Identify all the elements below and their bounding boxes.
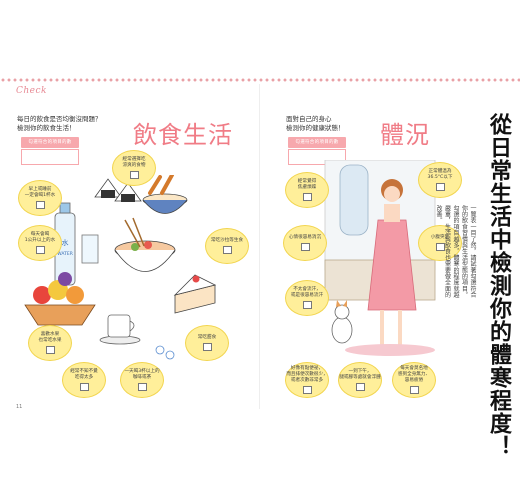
right-question: 面對自己的身心 檢測你的健康狀態！ bbox=[286, 115, 345, 132]
fruit-basket-icon bbox=[24, 272, 96, 326]
candy-icon bbox=[155, 345, 175, 360]
left-question: 每日的飲食是否均衡沒問題？ 檢測你的飲食生活！ bbox=[17, 115, 102, 132]
left-count-label: 勾選符合的項目的數 bbox=[21, 137, 79, 148]
food-illustration: 水 WATER bbox=[24, 175, 217, 360]
checkbox[interactable] bbox=[129, 171, 139, 179]
cake-icon bbox=[173, 274, 217, 314]
left-item-7: 經常不知不覺 吃得太多 bbox=[62, 362, 106, 398]
bath-mat-icon bbox=[345, 344, 435, 356]
right-count-label: 勾選符合的項目的數 bbox=[288, 137, 346, 148]
bathroom-illustration bbox=[324, 160, 436, 356]
left-item-5: 喜歡水果 也常吃水果 bbox=[28, 325, 72, 361]
glass-icon bbox=[81, 234, 99, 264]
left-title: 飲食生活 bbox=[133, 121, 233, 149]
checkbox[interactable] bbox=[435, 183, 445, 191]
right-title: 體況 bbox=[380, 121, 430, 149]
mirror-icon bbox=[339, 164, 369, 236]
left-page-number: 11 bbox=[16, 404, 23, 410]
water-bottle-icon: 水 WATER bbox=[54, 202, 76, 286]
rice-ball-icon bbox=[94, 178, 142, 202]
checkbox[interactable] bbox=[137, 383, 147, 391]
cat-icon bbox=[331, 300, 353, 344]
checkbox[interactable] bbox=[79, 383, 89, 391]
checkbox[interactable] bbox=[302, 301, 312, 309]
right-item-7: 一到下午， 腿或腳等處就會浮腫 bbox=[338, 362, 382, 398]
right-item-3: 心情很容易消沉 bbox=[283, 225, 327, 261]
left-item-8: 一天喝3杯以上的 咖啡或茶 bbox=[120, 362, 164, 398]
left-item-4: 常吃沙拉等生食 bbox=[205, 228, 249, 264]
woman-icon bbox=[367, 179, 417, 345]
svg-text:水: 水 bbox=[62, 238, 69, 247]
left-item-2: 早上或睡前 一定會喝1杯水 bbox=[18, 180, 62, 216]
right-item-5: 不太會流汗， 或是很容易流汗 bbox=[285, 280, 329, 316]
right-item-6: 好像有點便祕， 而且排便次數很少， 或者次數非常多 bbox=[285, 362, 329, 398]
checkbox[interactable] bbox=[35, 201, 45, 209]
left-count-box[interactable] bbox=[21, 149, 79, 165]
coffee-cup-icon bbox=[99, 314, 141, 345]
vertical-body-text: 一覽表一目了然，請試著勾選符合你的飲食習慣與生活型態的項目。勾選的項目越多，體寒… bbox=[435, 205, 476, 298]
checkbox[interactable] bbox=[35, 246, 45, 254]
left-item-1: 經常選擇吃 涼爽的食物 bbox=[112, 150, 156, 186]
right-item-2: 正常體溫為 36.5°C以下 bbox=[418, 162, 462, 198]
right-page-number: 10 bbox=[498, 404, 505, 410]
checkbox[interactable] bbox=[355, 383, 365, 391]
checkbox[interactable] bbox=[222, 246, 232, 254]
checkbox[interactable] bbox=[302, 386, 312, 394]
check-tag: Check bbox=[16, 86, 48, 96]
right-item-8: 每天會莫名地 感到全身無力、 容易疲倦 bbox=[392, 362, 436, 398]
checkbox[interactable] bbox=[409, 386, 419, 394]
right-item-1: 經常覺得 焦慮煩躁 bbox=[285, 172, 329, 208]
svg-text:WATER: WATER bbox=[57, 251, 73, 257]
vertical-title: 從日常生活中檢測你的體寒程度！ bbox=[486, 113, 511, 458]
checkbox[interactable] bbox=[202, 343, 212, 351]
checkbox[interactable] bbox=[302, 193, 312, 201]
checkbox[interactable] bbox=[300, 243, 310, 251]
right-item-4: 小腹突出 bbox=[418, 225, 462, 261]
page-gutter bbox=[259, 84, 260, 409]
noodle-bowl-icon bbox=[114, 217, 176, 272]
left-item-6: 常吃甜食 bbox=[185, 325, 229, 361]
checkbox[interactable] bbox=[45, 346, 55, 354]
tempura-bowl-icon bbox=[142, 175, 188, 214]
dotted-border bbox=[0, 77, 520, 83]
left-item-3: 每天會喝 1公升以上的水 bbox=[18, 225, 62, 261]
checkbox[interactable] bbox=[435, 243, 445, 251]
